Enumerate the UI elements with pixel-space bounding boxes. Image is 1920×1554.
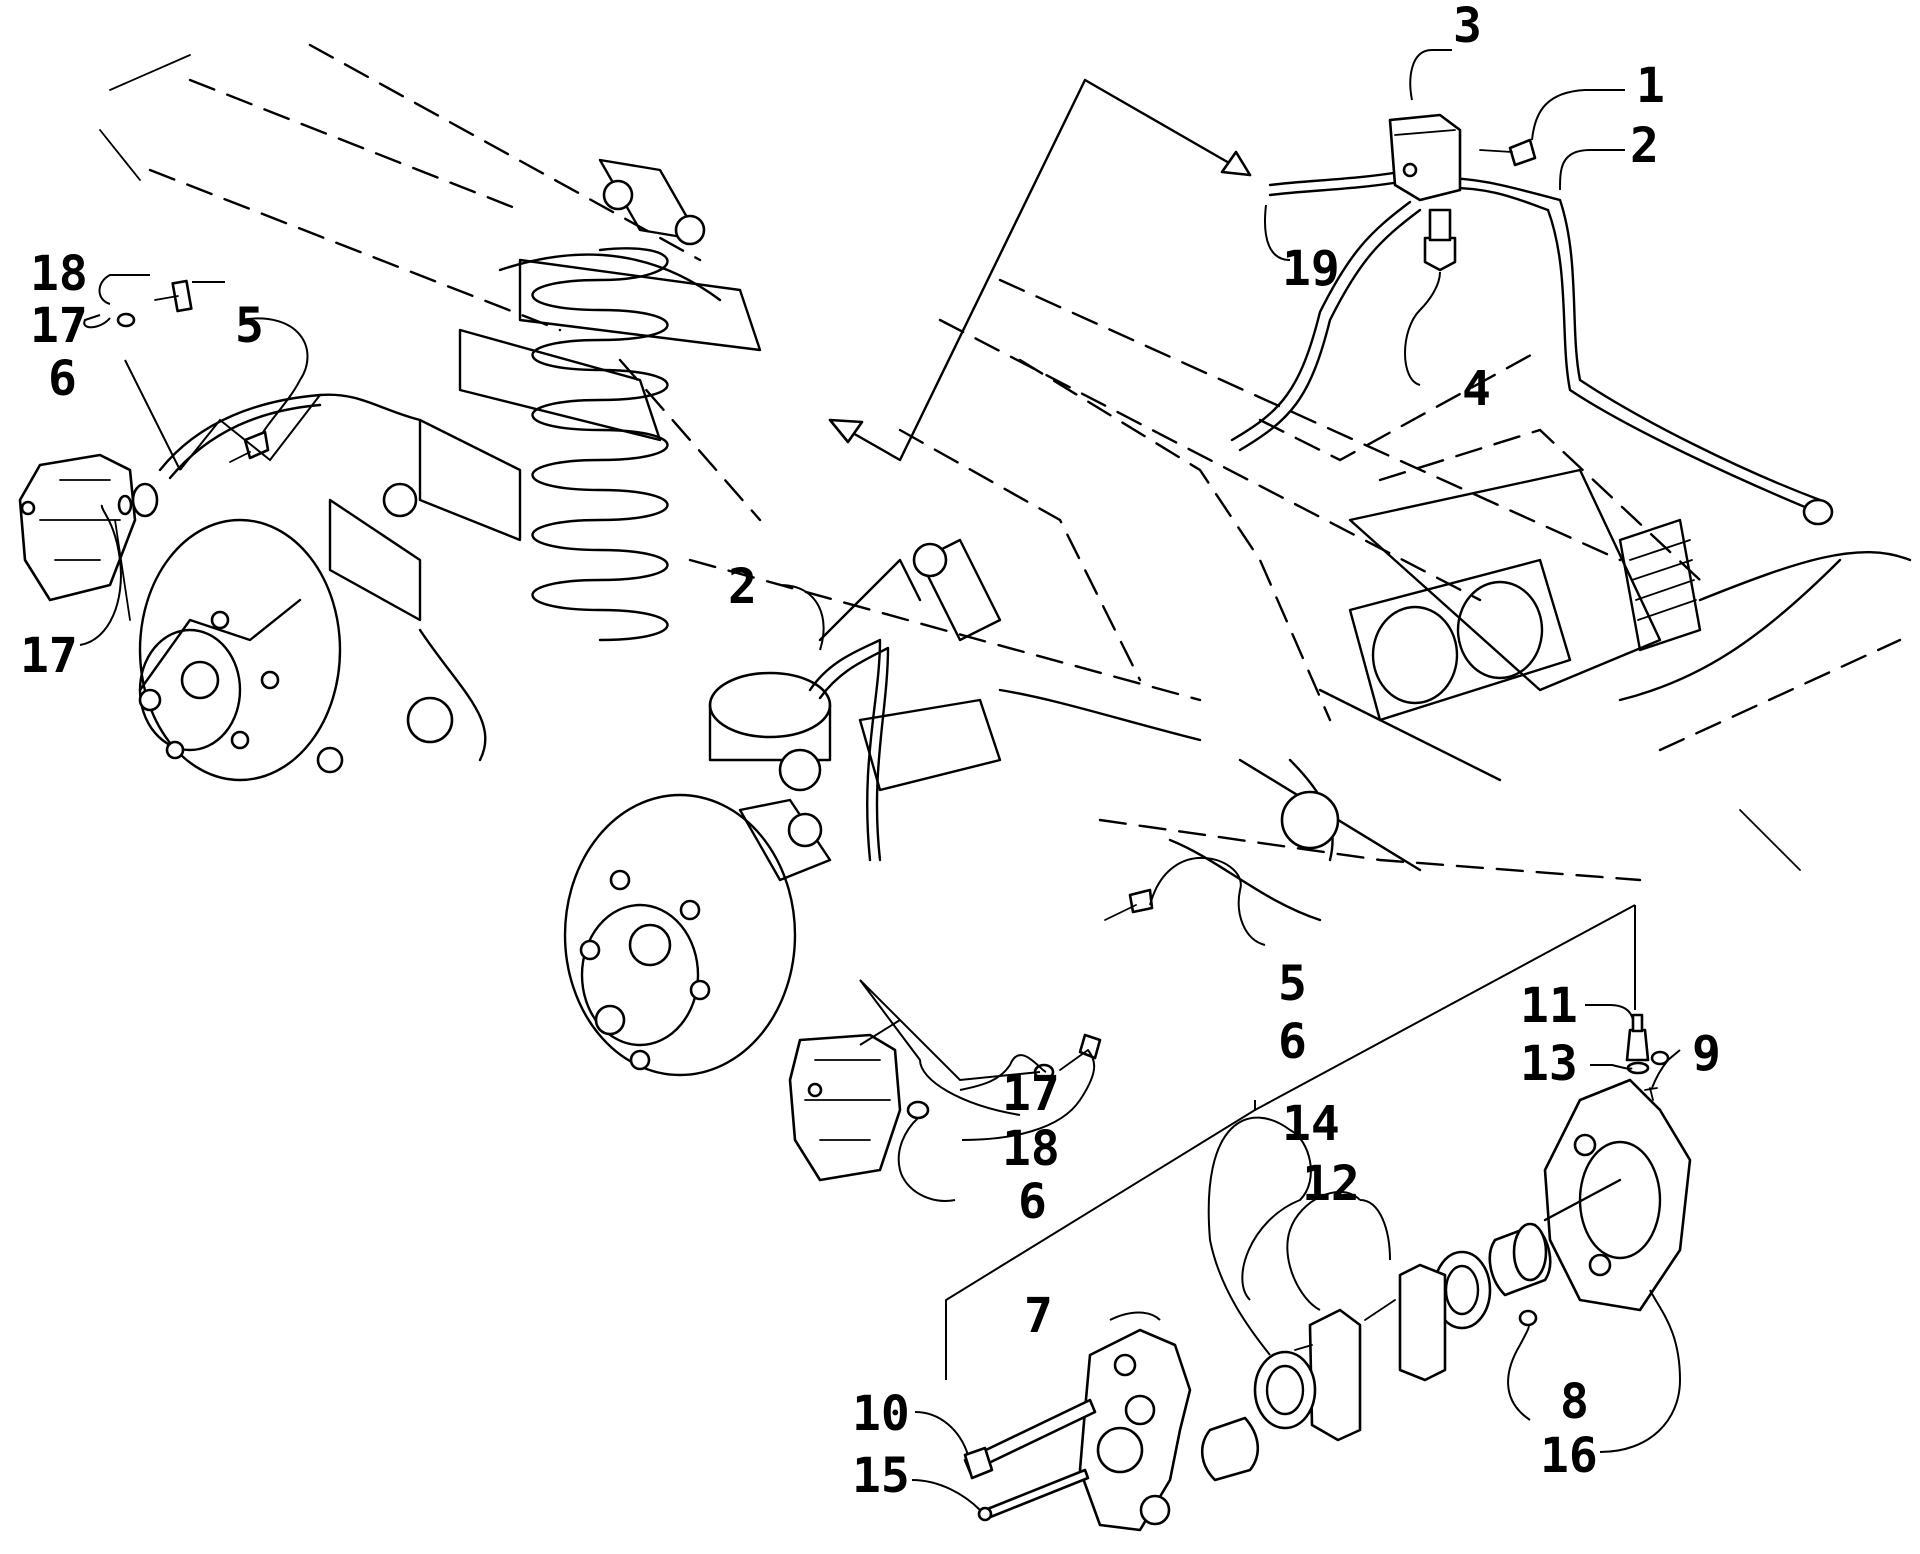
brake-line-assembly: [1230, 170, 1834, 526]
callout-10: 10: [852, 1386, 910, 1442]
callout-labels: 3 1 2 19 4 18 17 5 6 17 2 5 6 17 18 6 11…: [20, 0, 1721, 1504]
left-brake-caliper: [18, 453, 159, 621]
headlight-housing: [1348, 558, 1572, 722]
callout-17-right: 17: [1002, 1066, 1060, 1122]
left-bolt-5: [229, 430, 270, 463]
callout-12: 12: [1302, 1156, 1360, 1212]
callout-18-left: 18: [30, 246, 88, 302]
callout-5-right: 5: [1278, 956, 1307, 1012]
callout-15: 15: [852, 1448, 910, 1504]
callout-4: 4: [1462, 361, 1491, 417]
right-brake-hose: [808, 638, 890, 862]
callout-19: 19: [1282, 241, 1340, 297]
brake-junction-block: [1388, 113, 1462, 202]
left-washer-17: [116, 312, 136, 328]
left-bolt-18: [154, 279, 193, 313]
right-brake-caliper: [788, 1033, 930, 1182]
callout-13: 13: [1520, 1036, 1578, 1092]
callout-2-top: 2: [1630, 118, 1659, 174]
front-grille: [1618, 518, 1702, 652]
callout-1: 1: [1636, 58, 1665, 114]
callout-9: 9: [1692, 1026, 1721, 1082]
bleed-screw-1: [1479, 138, 1537, 167]
right-suspension-assembly: [563, 538, 1340, 1077]
callout-17-left-bottom: 17: [20, 628, 78, 684]
exploded-caliper-assembly: [963, 1013, 1692, 1532]
callout-6-left: 6: [48, 351, 77, 407]
callout-5-left: 5: [235, 298, 264, 354]
vehicle-frame-outline: [99, 43, 1912, 882]
callout-17-left-top: 17: [30, 298, 88, 354]
callout-11: 11: [1520, 978, 1578, 1034]
callout-6-right: 6: [1278, 1014, 1307, 1070]
brake-fitting-4: [1423, 208, 1457, 272]
callout-16: 16: [1540, 1428, 1598, 1484]
right-bolt-5: [1104, 888, 1154, 921]
callout-6-right-bottom: 6: [1018, 1174, 1047, 1230]
right-bolt-18: [1059, 1033, 1102, 1071]
callout-18-right: 18: [1002, 1121, 1060, 1177]
callout-14: 14: [1282, 1096, 1340, 1152]
callout-8: 8: [1560, 1374, 1589, 1430]
callout-7: 7: [1024, 1288, 1053, 1344]
left-brake-hose: [158, 393, 422, 480]
callout-leader-lines: [79, 49, 1682, 1511]
callout-3: 3: [1453, 0, 1482, 54]
callout-2-mid: 2: [728, 559, 757, 615]
direction-arrows: [828, 78, 1252, 462]
left-suspension-assembly: [138, 158, 762, 782]
